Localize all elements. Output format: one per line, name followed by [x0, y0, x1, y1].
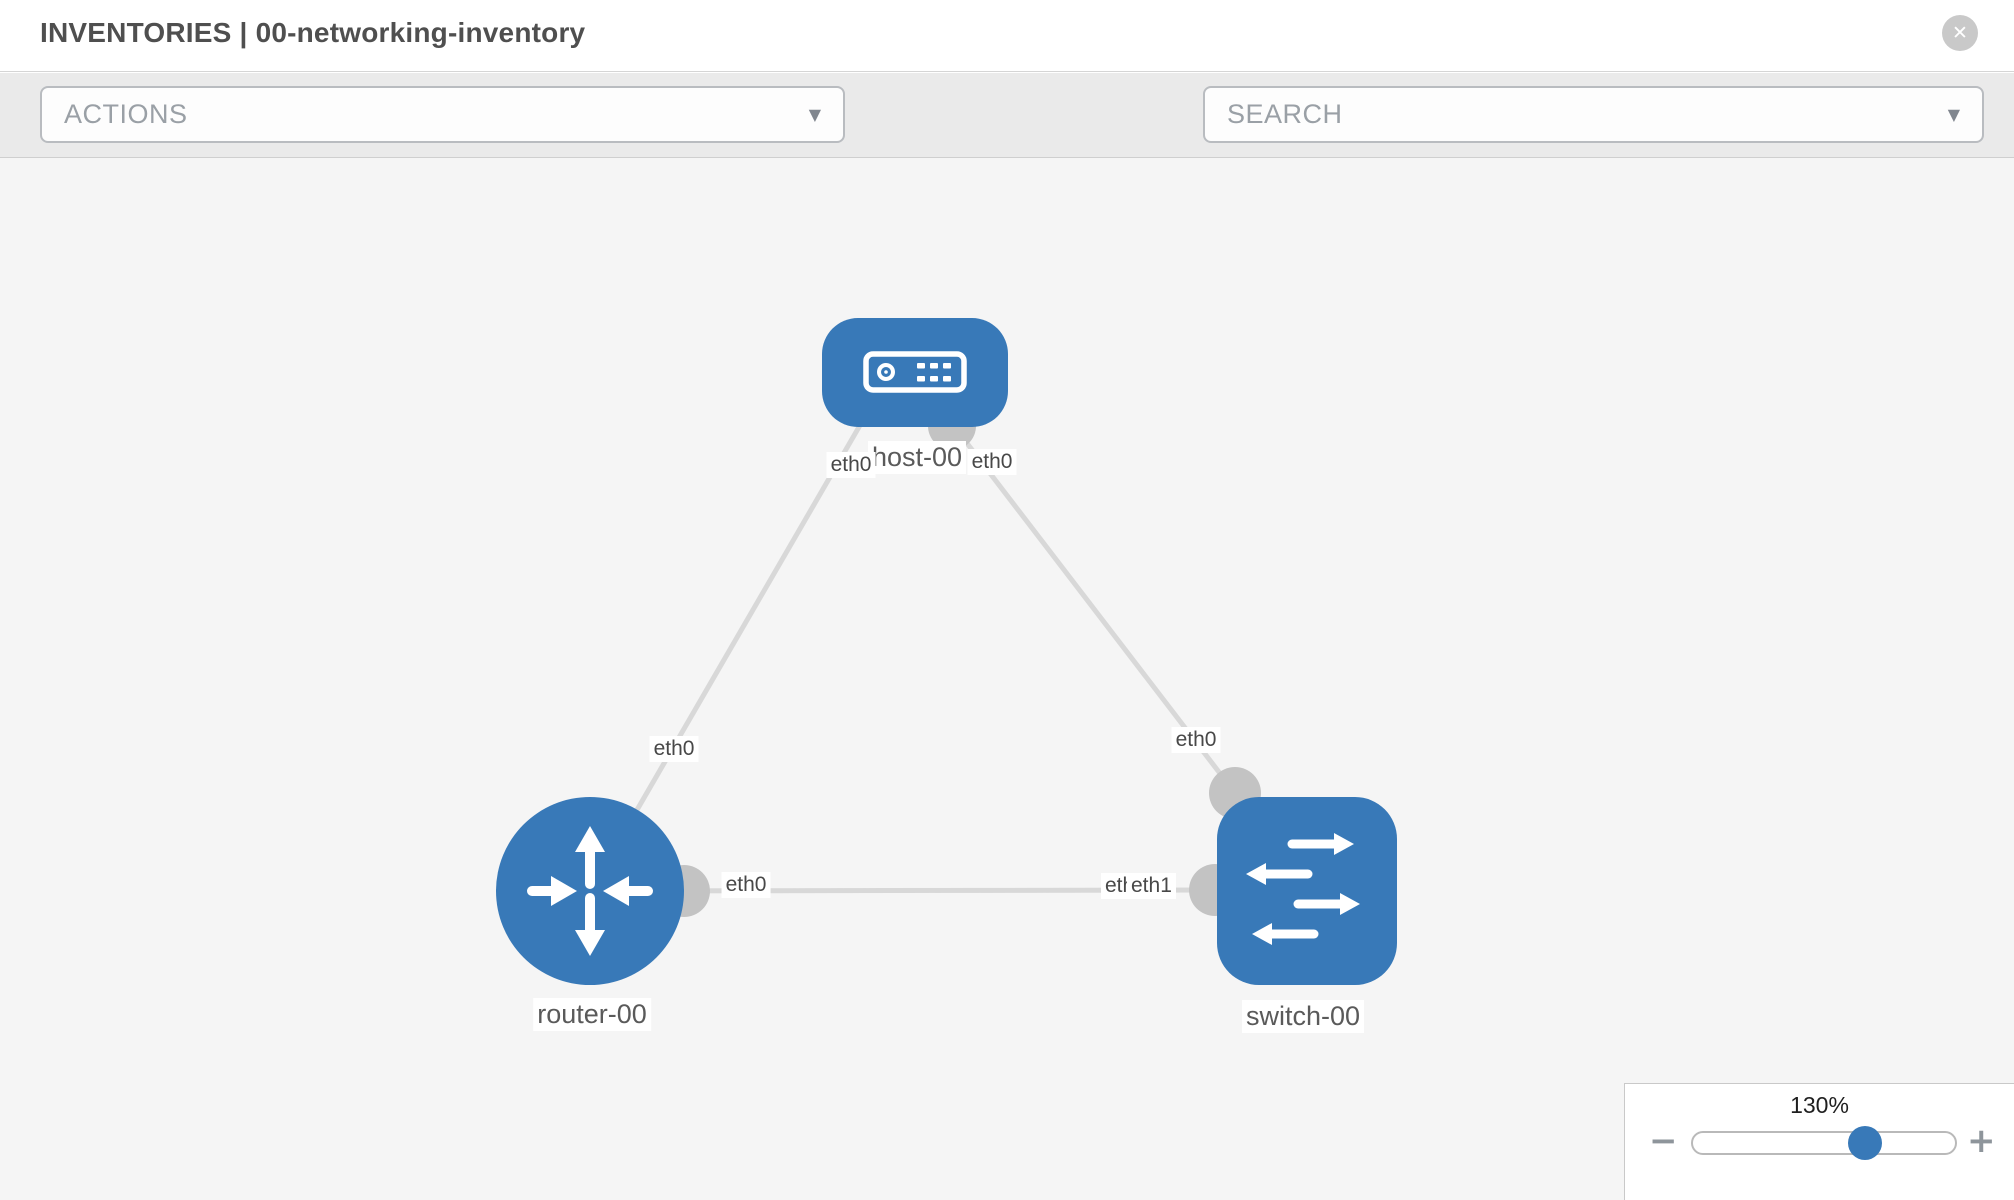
close-icon: ✕ [1952, 22, 1968, 44]
interface-label-router-eth0-uplink: eth0 [649, 736, 699, 763]
title-inventory-name: 00-networking-inventory [255, 17, 586, 48]
node-label-router-00: router-00 [533, 998, 651, 1032]
interface-label-host-eth0-right: eth0 [967, 449, 1017, 476]
node-router-00[interactable] [496, 797, 684, 985]
actions-dropdown[interactable]: ACTIONS ▼ [40, 86, 845, 143]
chevron-down-icon: ▼ [1947, 105, 1960, 124]
switch-icon [1246, 833, 1360, 945]
zoom-in-button[interactable]: + [1967, 1121, 1996, 1161]
zoom-level-value: 130% [1790, 1092, 1849, 1118]
chevron-down-icon: ▼ [808, 105, 821, 124]
close-button[interactable]: ✕ [1942, 15, 1978, 51]
actions-dropdown-label: ACTIONS [64, 99, 188, 129]
interface-label-router-eth0: eth0 [721, 872, 771, 899]
node-host-00[interactable] [822, 318, 1008, 427]
interface-label-switch-eth0: eth0 [1171, 727, 1221, 754]
title-section: INVENTORIES [40, 17, 232, 48]
zoom-slider-handle[interactable] [1848, 1126, 1882, 1160]
zoom-control-panel: 130% − + [1624, 1083, 2014, 1200]
node-label-switch-00: switch-00 [1241, 1000, 1365, 1034]
router-icon [527, 826, 653, 956]
zoom-slider-track[interactable] [1691, 1126, 1957, 1160]
node-switch-00[interactable] [1217, 797, 1397, 985]
title-separator: | [239, 17, 248, 48]
header: INVENTORIES|00-networking-inventory ✕ [0, 0, 2014, 72]
search-dropdown[interactable]: SEARCH ▼ [1203, 86, 1984, 143]
search-dropdown-label: SEARCH [1227, 99, 1343, 129]
node-label-host-00: host-00 [867, 441, 967, 475]
host-icon [863, 351, 967, 393]
interface-label-host-eth0-left: eth0 [826, 452, 876, 479]
topology-canvas[interactable]: host-00 router-00 switch-00 eth0 eth0 et… [0, 158, 2014, 1200]
toolbar: ACTIONS ▼ SEARCH ▼ [0, 73, 2014, 201]
interface-label-switch-eth1: eth1 [1127, 873, 1176, 900]
page-title: INVENTORIES|00-networking-inventory [40, 17, 593, 49]
zoom-out-button[interactable]: − [1649, 1121, 1678, 1161]
